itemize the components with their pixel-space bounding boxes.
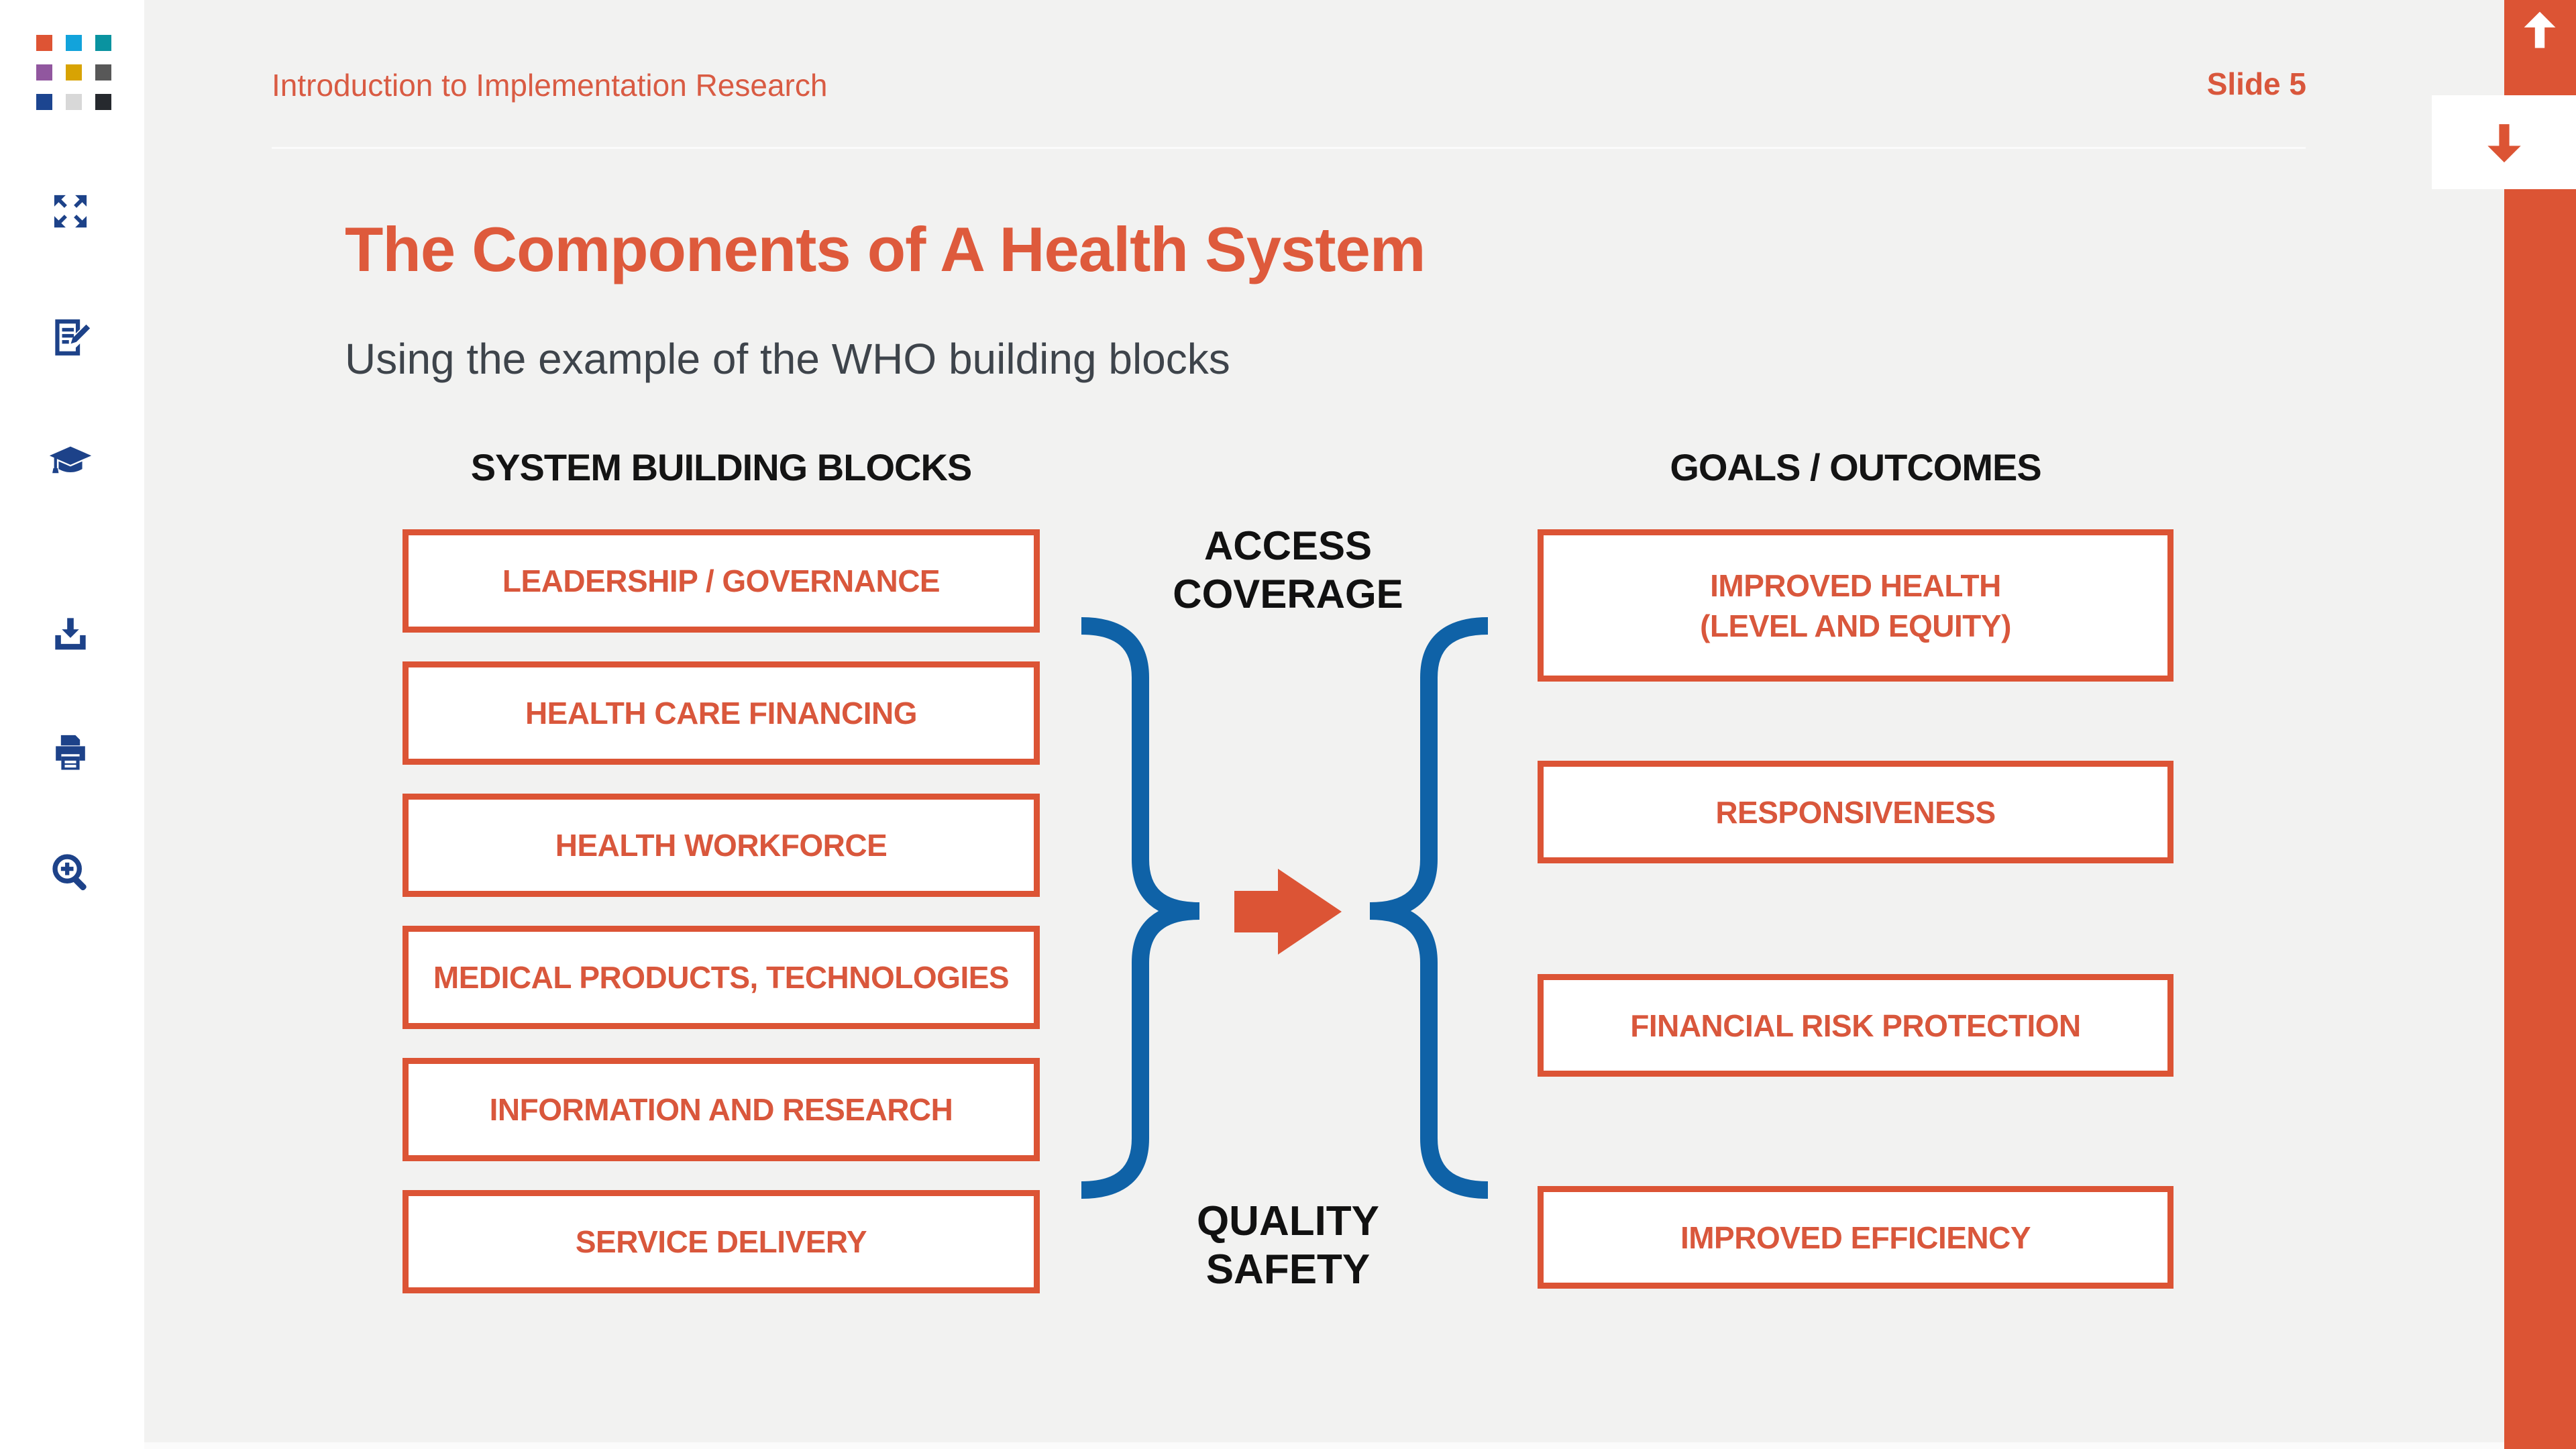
toolbar-sidebar	[0, 0, 144, 1449]
building-block-box: HEALTH WORKFORCE	[402, 794, 1040, 897]
graduation-cap-icon	[49, 446, 92, 474]
logo-square	[66, 35, 82, 51]
zoom-button[interactable]	[44, 845, 97, 899]
course-title: Introduction to Implementation Research	[272, 68, 828, 103]
left-column-heading: SYSTEM BUILDING BLOCKS	[470, 446, 972, 488]
building-block-box: HEALTH CARE FINANCING	[402, 661, 1040, 765]
building-block-box: SERVICE DELIVERY	[402, 1190, 1040, 1293]
brand-logo	[36, 35, 111, 110]
fullscreen-button[interactable]	[44, 184, 97, 238]
scroll-down-button[interactable]	[2432, 95, 2576, 189]
building-block-box: LEADERSHIP / GOVERNANCE	[402, 529, 1040, 633]
slide-subtitle: Using the example of the WHO building bl…	[345, 335, 1230, 383]
notes-button[interactable]	[44, 311, 97, 364]
slide-number-label: Slide 5	[2206, 66, 2306, 101]
logo-square	[95, 35, 111, 51]
logo-square	[95, 64, 111, 80]
logo-square	[36, 94, 52, 110]
quality-safety-label: QUALITY SAFETY	[1196, 1198, 1380, 1293]
slide-bottom-edge	[144, 1442, 2504, 1449]
download-button[interactable]	[44, 609, 97, 663]
logo-square	[36, 35, 52, 51]
logo-square	[66, 64, 82, 80]
scroll-up-button[interactable]	[2513, 4, 2567, 58]
course-button[interactable]	[44, 436, 97, 490]
slide-title: The Components of A Health System	[345, 214, 1426, 284]
flow-arrow-icon	[1234, 869, 1342, 955]
right-column-heading: GOALS / OUTCOMES	[1670, 446, 2041, 488]
goal-outcome-box: FINANCIAL RISK PROTECTION	[1538, 974, 2174, 1077]
fullscreen-icon	[54, 195, 87, 228]
scroll-rail	[2504, 0, 2576, 1449]
notes-icon	[55, 319, 91, 356]
print-icon	[56, 735, 85, 770]
header-divider	[272, 147, 2306, 149]
goal-outcome-box: RESPONSIVENESS	[1538, 761, 2174, 863]
goal-outcome-box: IMPROVED HEALTH (LEVEL AND EQUITY)	[1538, 529, 2174, 682]
left-curly-brace	[1081, 617, 1200, 1199]
access-coverage-label: ACCESS COVERAGE	[1173, 523, 1403, 616]
arrow-down-icon	[2487, 124, 2521, 163]
download-icon	[55, 618, 86, 650]
print-button[interactable]	[44, 726, 97, 780]
logo-square	[66, 94, 82, 110]
logo-square	[36, 64, 52, 80]
zoom-in-icon	[52, 854, 87, 891]
logo-square	[95, 94, 111, 110]
building-block-box: MEDICAL PRODUCTS, TECHNOLOGIES	[402, 926, 1040, 1029]
goal-outcome-box: IMPROVED EFFICIENCY	[1538, 1186, 2174, 1289]
building-block-box: INFORMATION AND RESEARCH	[402, 1058, 1040, 1161]
arrow-up-icon	[2524, 11, 2556, 48]
right-curly-brace	[1369, 617, 1489, 1199]
